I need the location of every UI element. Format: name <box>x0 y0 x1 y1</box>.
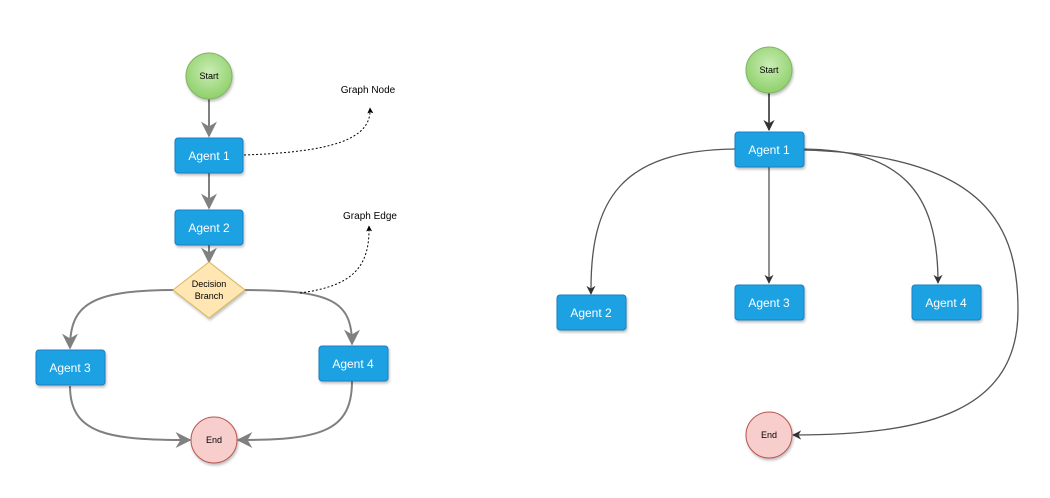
leader-graph-node <box>243 107 374 156</box>
agent4-node-left: Agent 4 <box>318 345 389 382</box>
edge-decision-agent4 <box>242 289 360 346</box>
edge-agent3-end <box>69 385 192 448</box>
start-node-left: Start <box>185 52 233 100</box>
end-label-right: End <box>761 430 777 440</box>
end-node-left: End <box>190 416 238 464</box>
leader-graph-edge <box>299 225 373 294</box>
agent1-node-left: Agent 1 <box>174 137 244 174</box>
edge-agent1-agent4-right <box>802 148 943 284</box>
edge-decision-agent3 <box>62 289 176 350</box>
edge-agent1-agent2-right <box>586 148 737 295</box>
end-label: End <box>206 435 222 445</box>
edge-agent4-end <box>236 380 353 448</box>
agent3-label: Agent 3 <box>49 361 91 375</box>
agent1-label-right: Agent 1 <box>748 143 790 157</box>
agent1-node-right: Agent 1 <box>734 131 805 168</box>
right-diagram: Start Agent 1 Agent 2 Agent 3 Agent 4 En… <box>556 46 1019 459</box>
annotation-graph-edge: Graph Edge <box>343 211 397 222</box>
decision-label-line2: Branch <box>195 291 224 301</box>
agent3-node-right: Agent 3 <box>734 284 805 321</box>
annotation-graph-node: Graph Node <box>341 85 396 96</box>
start-label-right: Start <box>759 65 779 75</box>
left-edges <box>62 99 360 448</box>
left-diagram: Start Agent 1 Agent 2 Decision Branch Ag… <box>35 52 397 464</box>
right-edges <box>586 93 1019 440</box>
agent3-label-right: Agent 3 <box>748 296 790 310</box>
decision-node-left: Decision Branch <box>172 261 246 319</box>
agent4-label: Agent 4 <box>332 357 374 371</box>
agent2-node-right: Agent 2 <box>556 294 627 331</box>
end-node-right: End <box>745 411 793 459</box>
left-annotation-leaders <box>243 107 374 294</box>
start-node-right: Start <box>745 46 793 94</box>
agent1-label: Agent 1 <box>188 149 230 163</box>
agent4-label-right: Agent 4 <box>925 296 967 310</box>
start-label: Start <box>199 71 219 81</box>
agent2-label-right: Agent 2 <box>570 306 612 320</box>
agent4-node-right: Agent 4 <box>911 284 982 321</box>
edge-agent1-end-right <box>792 149 1019 440</box>
decision-label-line1: Decision <box>192 279 227 289</box>
agent2-node-left: Agent 2 <box>174 209 244 246</box>
agent3-node-left: Agent 3 <box>35 349 106 386</box>
agent2-label: Agent 2 <box>188 221 230 235</box>
